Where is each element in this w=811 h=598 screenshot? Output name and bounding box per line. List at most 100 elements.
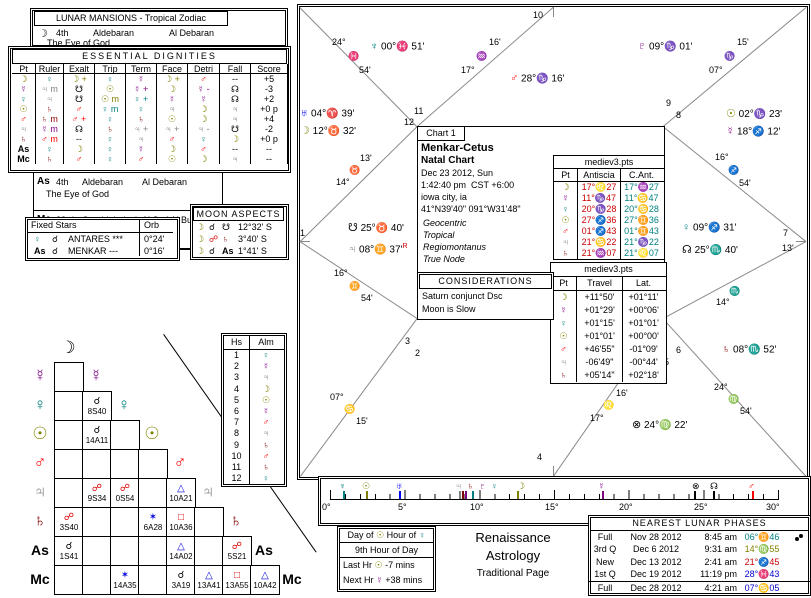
trip-cell: ♀ m: [95, 104, 126, 114]
planet-degree: 25°: [694, 245, 710, 256]
house-number: 6: [676, 345, 682, 355]
cusp-label: ♓: [348, 51, 360, 61]
conjunction-icon: ☌: [52, 246, 59, 256]
aspect-cell: [82, 449, 112, 479]
trip-cell: ♀: [95, 74, 126, 84]
essential-dignities-title: ESSENTIAL DIGNITIES: [12, 49, 287, 64]
planet-degree: 08°: [733, 344, 749, 356]
aspect-cell: [110, 449, 140, 479]
ruler-planet-tick: [399, 491, 401, 499]
house-number: 12: [224, 473, 250, 485]
travel-value: +05'14": [577, 369, 623, 382]
planet-minutes: 52': [763, 344, 777, 356]
planet-glyph: ☉: [554, 215, 578, 226]
exalt-cell: ☽: [64, 144, 95, 154]
dignities-header: Ruler: [36, 64, 64, 74]
mansion-number: 4th: [56, 28, 69, 38]
cusp-label: 54': [740, 406, 752, 416]
planet-glyph: ☿: [726, 125, 735, 138]
phase-name: New: [595, 556, 614, 567]
cusp-label: ♐: [728, 165, 740, 175]
travel-row: ☉ +01°01' +00°00': [551, 330, 666, 343]
ic-tick: [553, 466, 554, 476]
ruler-planet-tick: [472, 491, 474, 499]
term-cell: ♃ +: [126, 124, 157, 134]
contra-antiscia-value: 20°♋28: [624, 204, 659, 214]
next-hour-row: Next Hr ☿ +38 mins: [343, 575, 423, 585]
trip-cell: ☉ m: [95, 94, 126, 104]
planet-sign-icon: ♈: [326, 108, 339, 120]
mansion-name: Aldebaran: [93, 28, 135, 38]
ruler-planet-glyph: ♀: [491, 481, 498, 491]
phase-date: Dec 13 2012: [630, 556, 682, 567]
score-cell: --: [251, 154, 288, 164]
planet-glyph: ♆: [370, 40, 379, 53]
dsc-tick: [796, 241, 806, 242]
grid-label-mc: Mc: [30, 571, 50, 587]
grid-label: ♂: [33, 453, 47, 472]
point-glyph: ☿: [12, 84, 36, 94]
house-number: 8: [676, 110, 682, 120]
score-cell: -3: [251, 84, 288, 94]
face-cell: ☽ +: [157, 74, 188, 84]
planet-sign-icon: ♐: [752, 126, 765, 138]
house-number: 12: [404, 117, 415, 127]
cusp-label: 14°: [716, 297, 730, 307]
grid-diag-glyph: ♃: [201, 482, 215, 501]
score-cell: +0 p: [251, 104, 288, 114]
planet-sign-icon: ♍: [659, 420, 672, 431]
considerations-box: CONSIDERATIONS Saturn conjunct Dsc Moon …: [417, 272, 554, 320]
aspect-cell: [54, 391, 84, 421]
planet-minutes: 32': [343, 126, 357, 137]
chart-setting-houses: Regiomontanus: [423, 242, 487, 252]
cusp-label: 15': [356, 416, 368, 426]
dignities-header: Pt: [12, 64, 36, 74]
last-hour-row: Last Hr ☉ -7 mins: [343, 560, 415, 570]
planet-glyph: ♂: [554, 226, 578, 237]
term-cell: ☿: [126, 144, 157, 154]
score-cell: -2: [251, 124, 288, 134]
ruler-planet-glyph: ♂: [748, 481, 755, 491]
lunar-mansions-box: LUNAR MANSIONS - Tropical Zodiac ☽ 4th A…: [30, 8, 288, 48]
sun-icon: ☉: [374, 560, 383, 570]
mansion-name: Aldebaran: [82, 177, 124, 187]
travel-value: +01°15': [577, 317, 623, 330]
face-cell: ☽: [157, 84, 188, 94]
almuten-row: 12 ♀: [224, 473, 284, 485]
cusp-label: 07°: [709, 65, 723, 75]
antiscia-row: ☽ 17°♌27 17°♒27: [554, 182, 664, 193]
partner-glyph: ☋: [222, 222, 230, 232]
dignities-header: Detri: [188, 64, 220, 74]
cusp-label: 24°: [714, 382, 728, 392]
ruler-cell: ♃ m: [36, 84, 64, 94]
lunar-mansions-title: LUNAR MANSIONS - Tropical Zodiac: [34, 11, 228, 26]
score-cell: +4: [251, 114, 288, 124]
house-number: 7: [224, 417, 250, 429]
aspect-cell: △14A02: [166, 536, 196, 566]
fixed-star-row: As ☌ MENKAR --- 0°16': [28, 246, 176, 258]
house-number: 2: [224, 361, 250, 373]
planet-glyph: ♀: [34, 234, 41, 244]
planet-degree: 24°: [644, 420, 660, 431]
fall-cell: ♃: [220, 104, 251, 114]
ruler-cell: ♂ m: [36, 134, 64, 144]
planet-minutes: 16': [551, 73, 565, 85]
chart-place: iowa city, ia: [421, 192, 467, 202]
latitude-value: +01°01': [628, 318, 659, 328]
aspect-glyph: ☌: [209, 246, 216, 256]
exalt-cell: ☋: [64, 94, 95, 104]
aspect-cell: [110, 507, 140, 537]
planet-glyph: ♇: [638, 40, 647, 53]
point-label: As: [37, 176, 50, 187]
exalt-cell: ☋: [64, 84, 95, 94]
partner-glyph: ♄: [222, 234, 229, 244]
almuten-row: 9 ♄: [224, 439, 284, 451]
moon-glyph: ☽: [196, 234, 205, 244]
almuten-row: 7 ♂: [224, 417, 284, 429]
phase-time: 8:45 am: [704, 532, 737, 542]
planet-glyph: ⊗: [632, 419, 642, 431]
antiscia-row: ♃ 21°♋22 21°♑22: [554, 237, 664, 248]
term-cell: ♀ +: [126, 94, 157, 104]
dignities-row: Mc ♄ ♂ ♀ ♂ ☉ ☽ ♃ --: [12, 154, 288, 164]
chart-tab[interactable]: Chart 1: [417, 126, 465, 141]
